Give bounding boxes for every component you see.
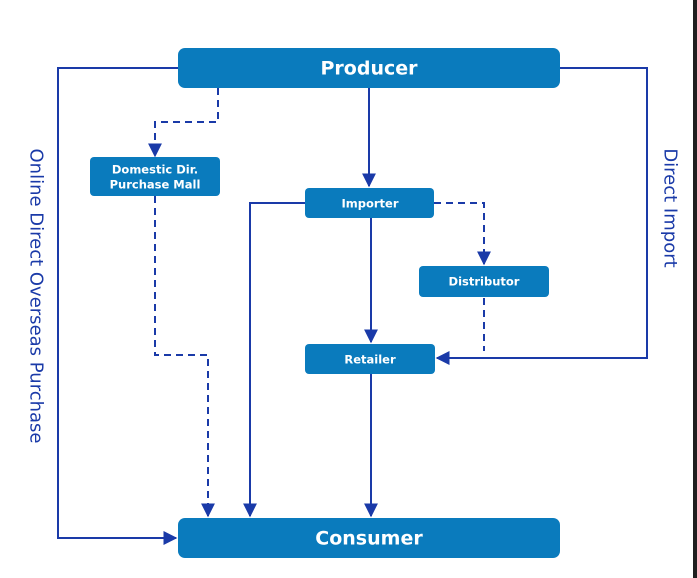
domestic-mall-label-line1: Domestic Dir. (112, 163, 198, 177)
node-importer: Importer (305, 188, 434, 218)
edge-producer-retailer-direct-import (435, 67, 648, 365)
side-label-online-direct-overseas-purchase: Online Direct Overseas Purchase (25, 148, 47, 444)
domestic-mall-label-line2: Purchase Mall (110, 178, 201, 192)
edge-producer-domestic-mall (148, 88, 219, 158)
distributor-label: Distributor (449, 275, 520, 289)
consumer-label: Consumer (315, 528, 423, 550)
edge-producer-consumer-online (57, 67, 178, 545)
edge-importer-consumer (243, 202, 305, 518)
edge-domestic-mall-consumer (154, 196, 215, 518)
node-producer: Producer (178, 48, 560, 88)
node-retailer: Retailer (305, 344, 435, 374)
node-domestic-purchase-mall: Domestic Dir. Purchase Mall (90, 157, 220, 196)
producer-label: Producer (321, 58, 419, 80)
right-border (693, 0, 697, 578)
node-distributor: Distributor (419, 266, 549, 297)
side-label-direct-import: Direct Import (659, 148, 681, 268)
node-consumer: Consumer (178, 518, 560, 558)
importer-label: Importer (341, 197, 398, 211)
edge-importer-distributor (434, 202, 491, 266)
retailer-label: Retailer (344, 353, 396, 367)
